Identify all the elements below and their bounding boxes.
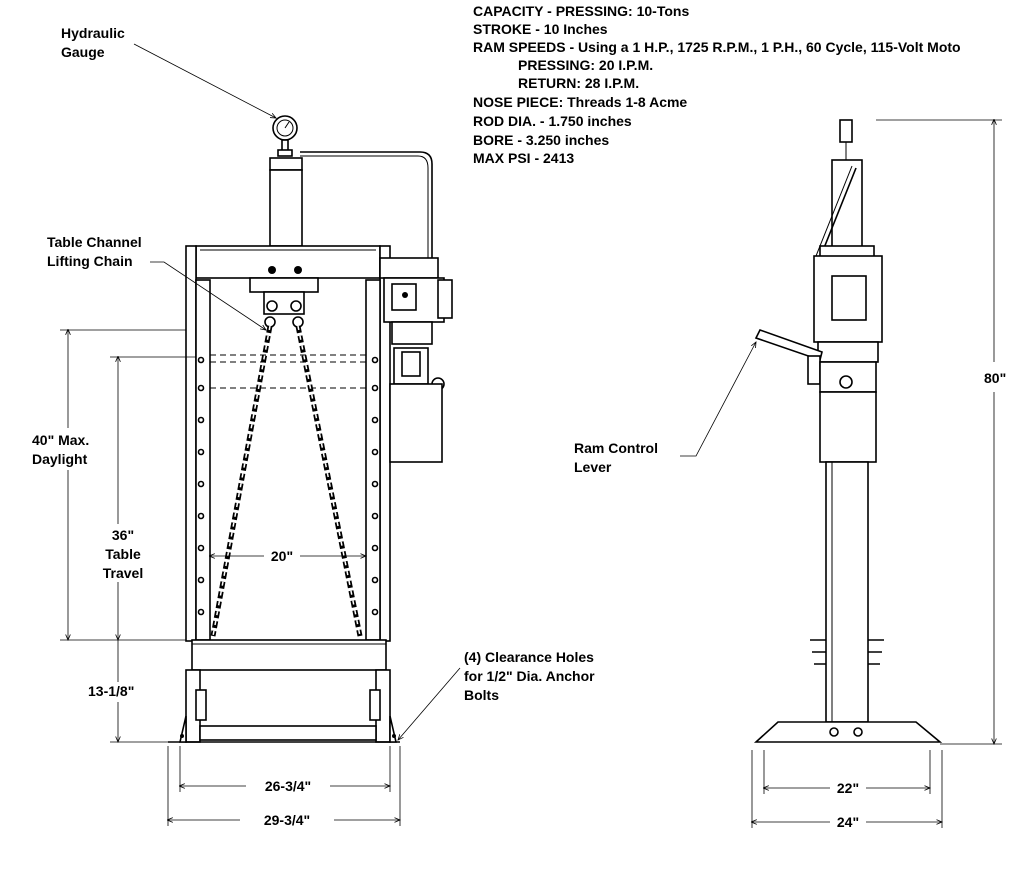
label-side-width-inner: 22" [837, 780, 859, 796]
label-travel-1: 36" [112, 527, 134, 543]
spec-capacity: CAPACITY - PRESSING: 10-Tons [473, 3, 689, 19]
label-travel-2: Table [105, 546, 141, 562]
spec-return-speed: RETURN: 28 I.P.M. [518, 75, 639, 91]
label-daylight-2: Daylight [32, 451, 88, 467]
label-holes-2: for 1/2" Dia. Anchor [464, 668, 595, 684]
label-inner-width: 20" [271, 548, 293, 564]
pump-motor-icon [379, 257, 453, 463]
front-view [168, 115, 453, 743]
spec-max-psi: MAX PSI - 2413 [473, 150, 574, 166]
lifting-chains [210, 325, 363, 637]
hydraulic-gauge-icon [272, 115, 298, 157]
top-beam [195, 245, 381, 279]
side-reservoir [819, 391, 877, 463]
table-channel [191, 639, 387, 671]
side-base-plate [753, 721, 943, 743]
left-upright [185, 245, 197, 642]
spec-nose-piece: NOSE PIECE: Threads 1-8 Acme [473, 94, 687, 110]
ram-control-lever [754, 329, 823, 362]
label-chain-2: Lifting Chain [47, 253, 133, 269]
spec-block: CAPACITY - PRESSING: 10-Tons STROKE - 10… [473, 3, 961, 166]
label-holes-1: (4) Clearance Holes [464, 649, 594, 665]
label-front-width-outer: 29-3/4" [264, 812, 310, 828]
spec-ram-speeds: RAM SPEEDS - Using a 1 H.P., 1725 R.P.M.… [473, 39, 961, 55]
hydraulic-hose [300, 151, 433, 285]
side-view [753, 119, 943, 743]
label-travel-3: Travel [103, 565, 143, 581]
leader-lines [133, 43, 756, 740]
label-lever-1: Ram Control [574, 440, 658, 456]
label-overall-height: 80" [984, 370, 1006, 386]
label-daylight-1: 40" Max. [32, 432, 89, 448]
label-chain-1: Table Channel [47, 234, 142, 250]
hydraulic-cylinder [269, 169, 303, 247]
label-lever-2: Lever [574, 459, 612, 475]
spec-bore: BORE - 3.250 inches [473, 132, 609, 148]
callout-labels: Hydraulic Gauge Table Channel Lifting Ch… [30, 25, 1006, 830]
label-gauge-2: Gauge [61, 44, 105, 60]
label-gauge-1: Hydraulic [61, 25, 125, 41]
upright-holes [197, 356, 379, 616]
label-base-height: 13-1/8" [88, 683, 134, 699]
spec-pressing-speed: PRESSING: 20 I.P.M. [518, 57, 653, 73]
pump-reservoir [389, 383, 443, 463]
label-side-width-outer: 24" [837, 814, 859, 830]
spec-stroke: STROKE - 10 Inches [473, 21, 608, 37]
spec-rod-diameter: ROD DIA. - 1.750 inches [473, 113, 632, 129]
cylinder-cap [269, 157, 303, 171]
label-holes-3: Bolts [464, 687, 499, 703]
label-front-width-inner: 26-3/4" [265, 778, 311, 794]
ram-head [249, 277, 319, 293]
